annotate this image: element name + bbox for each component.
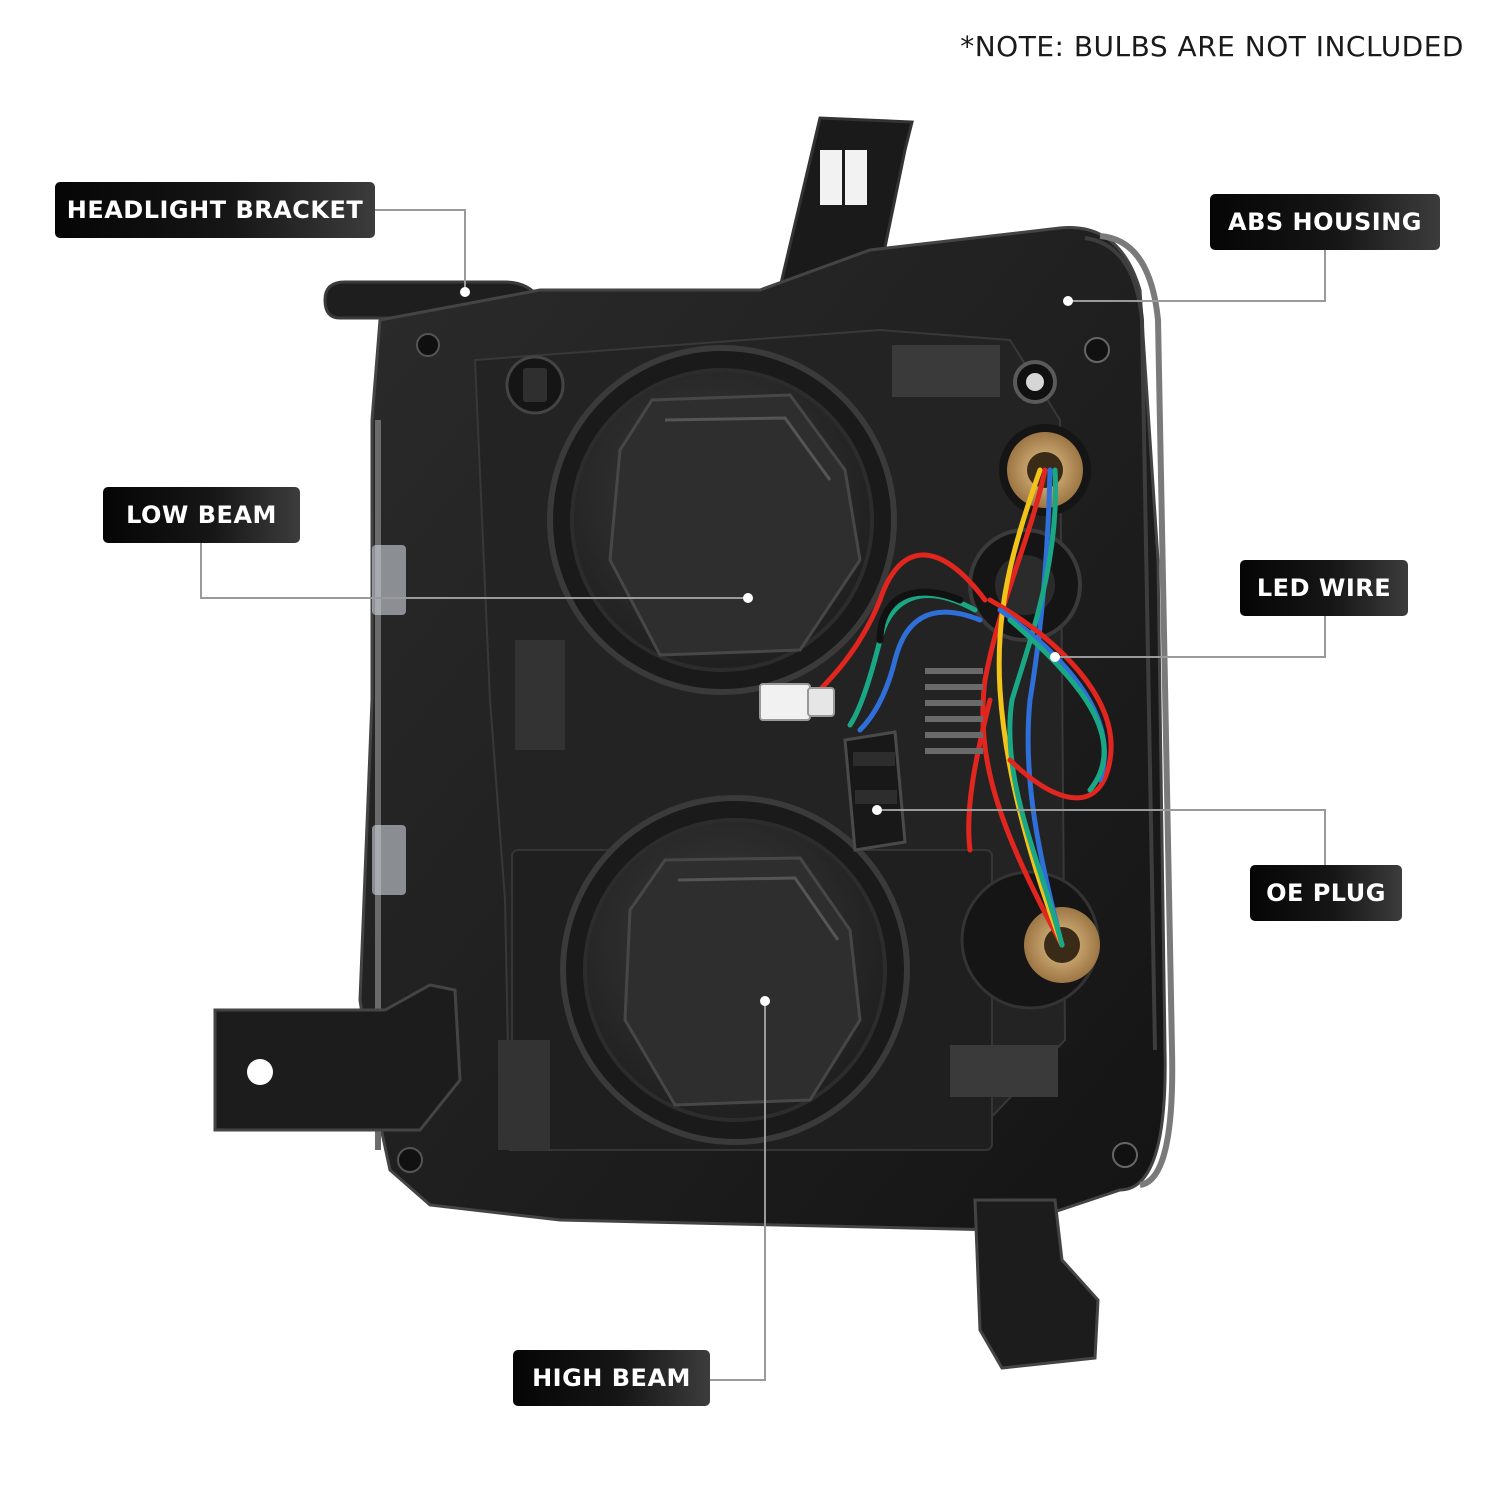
leader-low-beam — [200, 542, 748, 599]
leader-abs-housing — [1068, 250, 1326, 302]
dot-abs-housing — [1063, 296, 1073, 306]
high-beam-label: HIGH BEAM — [513, 1350, 710, 1406]
dot-headlight-bracket — [460, 287, 470, 297]
white-connector — [759, 683, 835, 721]
molded-text-block — [925, 668, 983, 754]
leader-dots — [460, 287, 1073, 1006]
oe-plug-label: OE PLUG — [1250, 865, 1402, 921]
leader-lines — [200, 209, 1326, 1381]
leader-high-beam — [710, 1001, 766, 1381]
led-wire-bundle — [807, 467, 1114, 948]
dot-high-beam — [760, 996, 770, 1006]
headlight-bracket-label: HEADLIGHT BRACKET — [55, 182, 375, 238]
dot-low-beam — [743, 593, 753, 603]
high-beam-cap — [560, 795, 910, 1145]
bulbs-not-included-note: *NOTE: BULBS ARE NOT INCLUDED — [960, 30, 1464, 63]
led-wire-label: LED WIRE — [1240, 560, 1408, 616]
lower-mounting-tab — [213, 983, 462, 1132]
dot-led-wire — [1050, 652, 1060, 662]
low-beam-label: LOW BEAM — [103, 487, 300, 543]
abs-housing-label: ABS HOUSING — [1210, 194, 1440, 250]
leader-oe-plug — [877, 809, 1326, 866]
low-beam-cap — [547, 345, 897, 695]
leader-headlight-bracket — [374, 209, 466, 292]
dot-oe-plug — [872, 805, 882, 815]
oe-plug-shape — [843, 730, 907, 852]
lower-bulb-socket — [960, 870, 1100, 1010]
bottom-mounting-tab — [973, 1198, 1100, 1370]
leader-led-wire — [1055, 615, 1326, 658]
